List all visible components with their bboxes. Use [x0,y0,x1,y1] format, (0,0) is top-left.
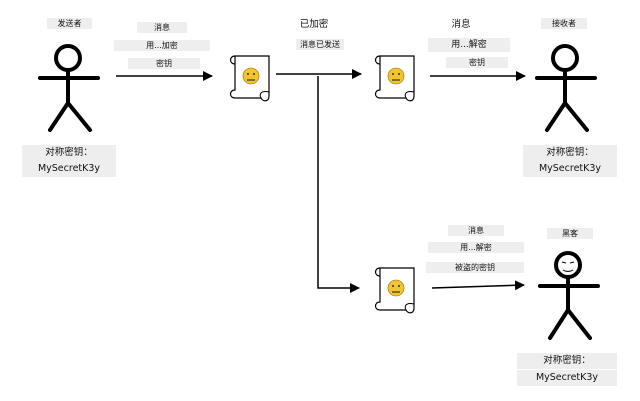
send-step-encrypt-with: 用...加密 [114,40,210,51]
hacker-role-label: 黑客 [547,228,593,239]
intercept-arrow [317,76,360,293]
send-step-key: 密钥 [128,58,200,69]
encrypted-title: 已加密 [285,18,343,32]
encrypted-subtitle: 消息已发送 [296,39,344,50]
receiver-stick-figure [535,44,597,132]
encrypted-scroll-icon [374,55,415,102]
sender-stick-figure [38,44,100,132]
hacker-arrow [431,280,525,291]
receive-step-key: 密钥 [446,57,508,68]
send-step-message: 消息 [137,22,187,33]
hacker-key-value: MySecretK3y [517,370,617,386]
hacker-stick-figure [538,251,600,340]
receive-step-message: 消息 [441,18,481,32]
hacker-step-message: 消息 [448,225,504,236]
hacker-key-label: 对称密钥： [517,353,617,369]
sender-role-label: 发送者 [47,18,92,29]
message-scroll-icon [229,55,270,102]
receiver-role-label: 接收者 [541,18,587,29]
hacker-step-stolen-key: 被盗的密钥 [426,262,524,273]
receive-step-decrypt-with: 用...解密 [428,38,510,52]
receiver-key-label: 对称密钥： [523,145,617,161]
receiver-key-value: MySecretK3y [523,161,617,177]
sender-key-label: 对称密钥： [22,145,116,161]
hacker-face-icon [561,261,575,272]
hacker-step-decrypt-with: 用...解密 [428,242,524,253]
sender-key-value: MySecretK3y [22,161,116,177]
intercepted-scroll-icon [374,267,415,314]
